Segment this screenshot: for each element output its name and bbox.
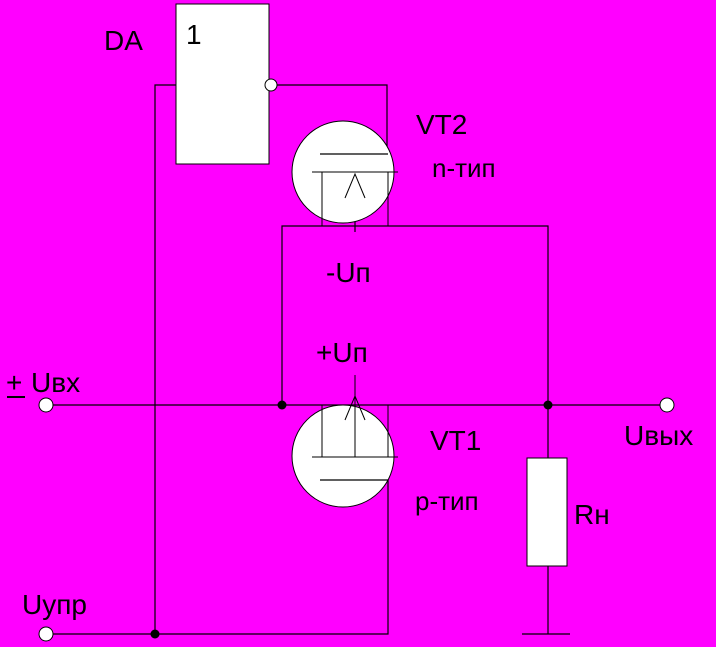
da-block [175,3,278,165]
label-vt1-type: p-тип [415,486,479,516]
vt1-arrow [344,394,366,421]
label-vt2: VT2 [416,109,467,140]
junction-output [543,400,553,410]
terminal-uvx [38,397,54,413]
labels: DA 1 VT2 n-тип -Uп +Uп + Uвх VT1 p-тип U… [6,19,693,620]
label-vt2-type: n-тип [432,153,496,183]
junction-input [277,400,287,410]
label-uupr: Uупр [22,589,87,620]
wire-vt2-loop [281,225,549,405]
vt2-transistor [291,120,398,226]
label-uvyx: Uвых [624,420,693,451]
label-da: DA [104,25,143,56]
da-inverter-bubble [264,78,278,92]
label-vt1: VT1 [430,425,481,456]
vt2-arrow [344,172,366,199]
wire-da-control [154,84,176,634]
junction-control [150,629,160,639]
load-resistor [526,457,568,567]
label-da-pin: 1 [186,19,202,50]
label-rn: Rн [574,499,610,530]
vt1-transistor [291,375,398,508]
label-plus-up: +Uп [316,337,368,368]
terminals [38,397,675,642]
label-uvx-sign: + [6,367,22,398]
vt1-body [291,404,395,508]
terminal-uvyx [659,397,675,413]
junctions [150,400,553,639]
label-uvx: Uвх [31,367,80,398]
wire-da-out [277,84,388,154]
label-minus-up: -Uп [326,257,371,288]
terminal-uupr [38,626,54,642]
wire-control-bottom [46,480,389,635]
